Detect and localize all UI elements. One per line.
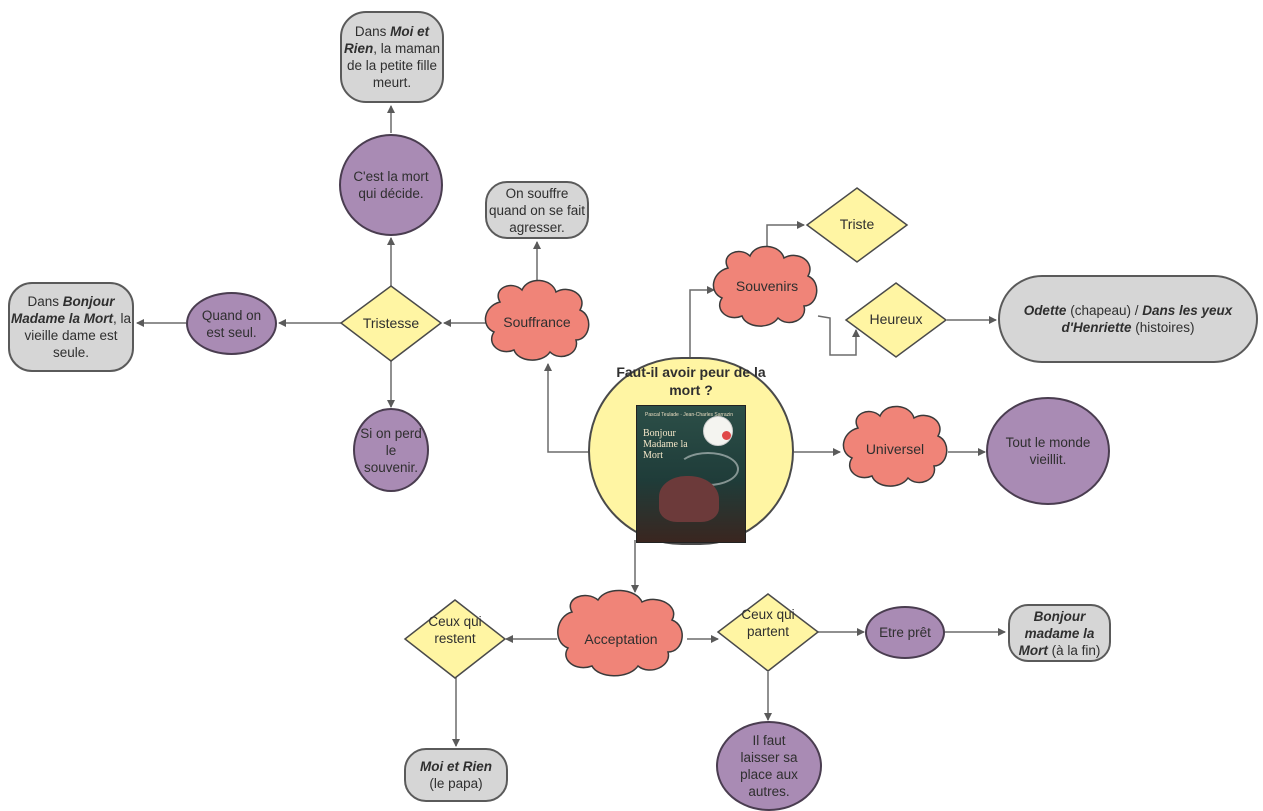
book-title: Bonjour Madame la Mort [643,428,688,461]
etre-pret-text: Etre prêt [879,625,931,640]
figure-illustration [659,476,719,522]
cloud-acceptation [557,589,683,677]
quand-seul-text: Quand on est seul. [201,307,262,340]
cloud-souvenirs [712,245,818,327]
diamond-ceux-partent [716,593,820,672]
odette-text: Odette (chapeau) / Dans les yeux d'Henri… [1016,302,1240,336]
node-bonjour-fin: Bonjour madame la Mort (à la fin) [1008,604,1111,662]
ceux-partent-label: Ceux qui partent [741,607,795,639]
diamond-heureux [844,282,948,358]
edge-central-souffrance [544,363,590,453]
ceux-restent-label-box: Ceux qui restent [415,612,495,648]
edge-central-souvenirs [689,286,715,358]
node-moi-et-rien-mother: Dans Moi et Rien, la maman de la petite … [340,11,444,103]
souvenirs-label: Souvenirs [736,278,798,294]
central-question-node: Faut-il avoir peur de la mort ? Pascal T… [588,357,794,545]
book-cover-image: Pascal Teulade · Jean-Charles Sarrazin B… [636,405,746,543]
perd-souvenir-text: Si on perd le souvenir. [360,425,422,475]
node-quand-seul: Quand on est seul. [186,292,277,355]
node-odette: Odette (chapeau) / Dans les yeux d'Henri… [998,275,1258,363]
book-author: Pascal Teulade · Jean-Charles Sarrazin [645,412,734,418]
node-mort-decide: C'est la mort qui décide. [339,134,443,236]
mort-decide-text: C'est la mort qui décide. [353,169,429,201]
bonjour-fin-text: Bonjour madame la Mort (à la fin) [1010,608,1109,659]
moi-et-rien-mother-pre: Dans [354,24,391,39]
bonjour-seule-rest: , la vieille dame est seule. [24,311,132,360]
bonjour-seule-text: Dans Bonjour Madame la Mort, la vieille … [10,293,132,361]
tristesse-label: Tristesse [363,315,419,331]
node-bonjour-seule: Dans Bonjour Madame la Mort, la vieille … [8,282,134,372]
bonjour-seule-pre: Dans [27,294,63,309]
tout-le-monde-text: Tout le monde vieillit. [1005,435,1091,467]
node-perd-souvenir: Si on perd le souvenir. [353,408,429,492]
edge-souvenirs-triste [766,221,805,252]
node-souffrance-detail: On souffre quand on se fait agresser. [485,181,589,239]
edge-souvenirs-heureux [817,315,860,356]
node-moi-et-rien-papa: Moi et Rien (le papa) [404,748,508,802]
odette-title: Odette [1023,303,1067,318]
moi-et-rien-mother-rest: , la maman de la petite fille meurt. [346,41,441,90]
universel-label: Universel [866,441,924,457]
moi-et-rien-mother-title: Moi et Rien [343,24,430,56]
heureux-label: Heureux [870,311,923,327]
moi-et-rien-papa-title: Moi et Rien [419,759,492,774]
bonjour-fin-rest: (à la fin) [1047,642,1101,658]
souffrance-label: Souffrance [503,314,571,330]
cloud-souffrance [484,279,590,361]
bonjour-fin-title: Bonjour madame la Mort [1018,608,1095,658]
central-question: Faut-il avoir peur de la mort ? [616,364,766,398]
odette-mid: (chapeau) / [1066,303,1143,318]
moi-et-rien-papa-text: Moi et Rien (le papa) [420,758,492,792]
henriette-title: Dans les yeux d'Henriette [1061,303,1233,335]
acceptation-label: Acceptation [584,631,657,647]
diamond-ceux-restent [403,599,507,679]
diamond-tristesse [339,285,443,362]
moi-et-rien-papa-rest: (le papa) [429,776,483,791]
cloud-universel [842,405,948,487]
moon-illustration [703,416,733,446]
ceux-partent-label-box: Ceux qui partent [728,605,808,641]
bonjour-seule-title: Bonjour Madame la Mort [10,294,115,326]
odette-rest: (histoires) [1131,320,1195,335]
node-tout-le-monde: Tout le monde vieillit. [986,397,1110,505]
triste-label: Triste [840,216,875,232]
node-etre-pret: Etre prêt [865,606,945,659]
souffrance-detail-text: On souffre quand on se fait agresser. [488,185,586,235]
moi-et-rien-mother-text: Dans Moi et Rien, la maman de la petite … [342,23,442,91]
diamond-triste [805,187,909,263]
node-laisser-place: Il faut laisser sa place aux autres. [716,721,822,811]
laisser-place-text: Il faut laisser sa place aux autres. [740,733,798,799]
ceux-restent-label: Ceux qui restent [428,614,482,646]
